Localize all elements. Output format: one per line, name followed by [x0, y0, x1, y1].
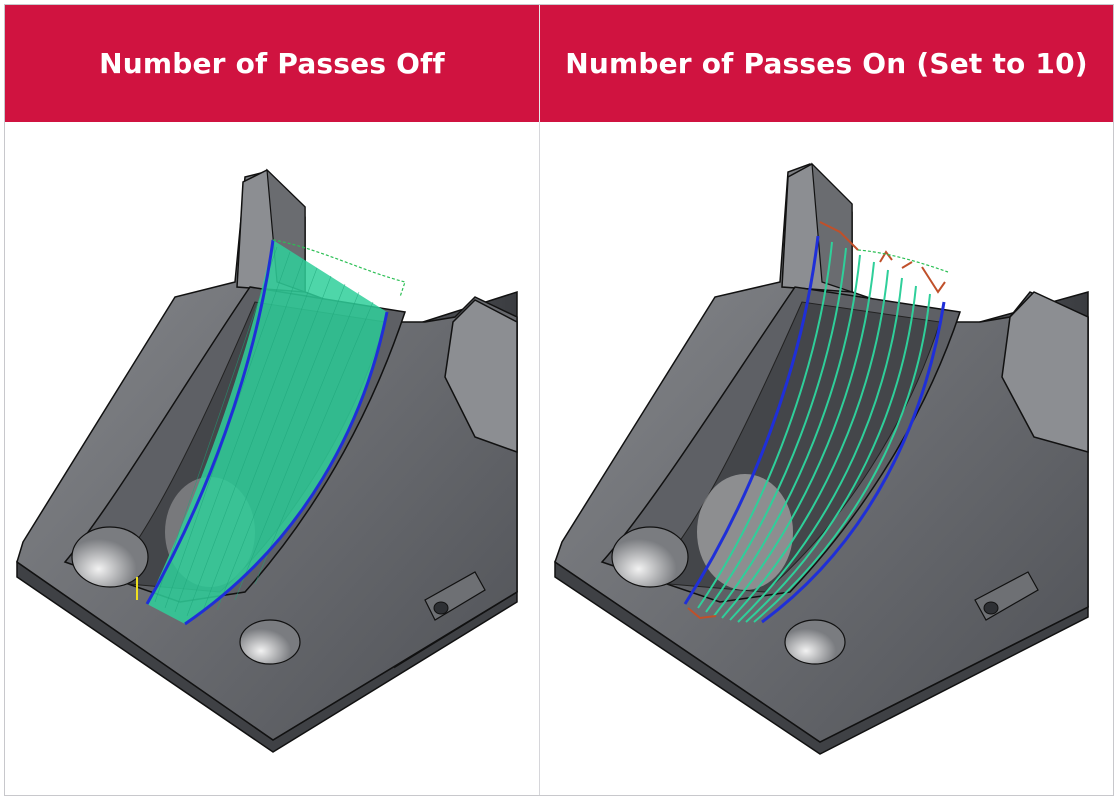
- column-header-passes-on: Number of Passes On (Set to 10): [540, 5, 1113, 122]
- column-header-passes-off: Number of Passes Off: [5, 5, 540, 122]
- comparison-table: Number of Passes Off Number of Passes On…: [4, 4, 1114, 796]
- image-cell-passes-on: [540, 122, 1113, 795]
- image-cell-passes-off: [5, 122, 540, 795]
- toolpath-10-passes-render: [554, 162, 1089, 755]
- toolpath-dense-render: [16, 168, 518, 753]
